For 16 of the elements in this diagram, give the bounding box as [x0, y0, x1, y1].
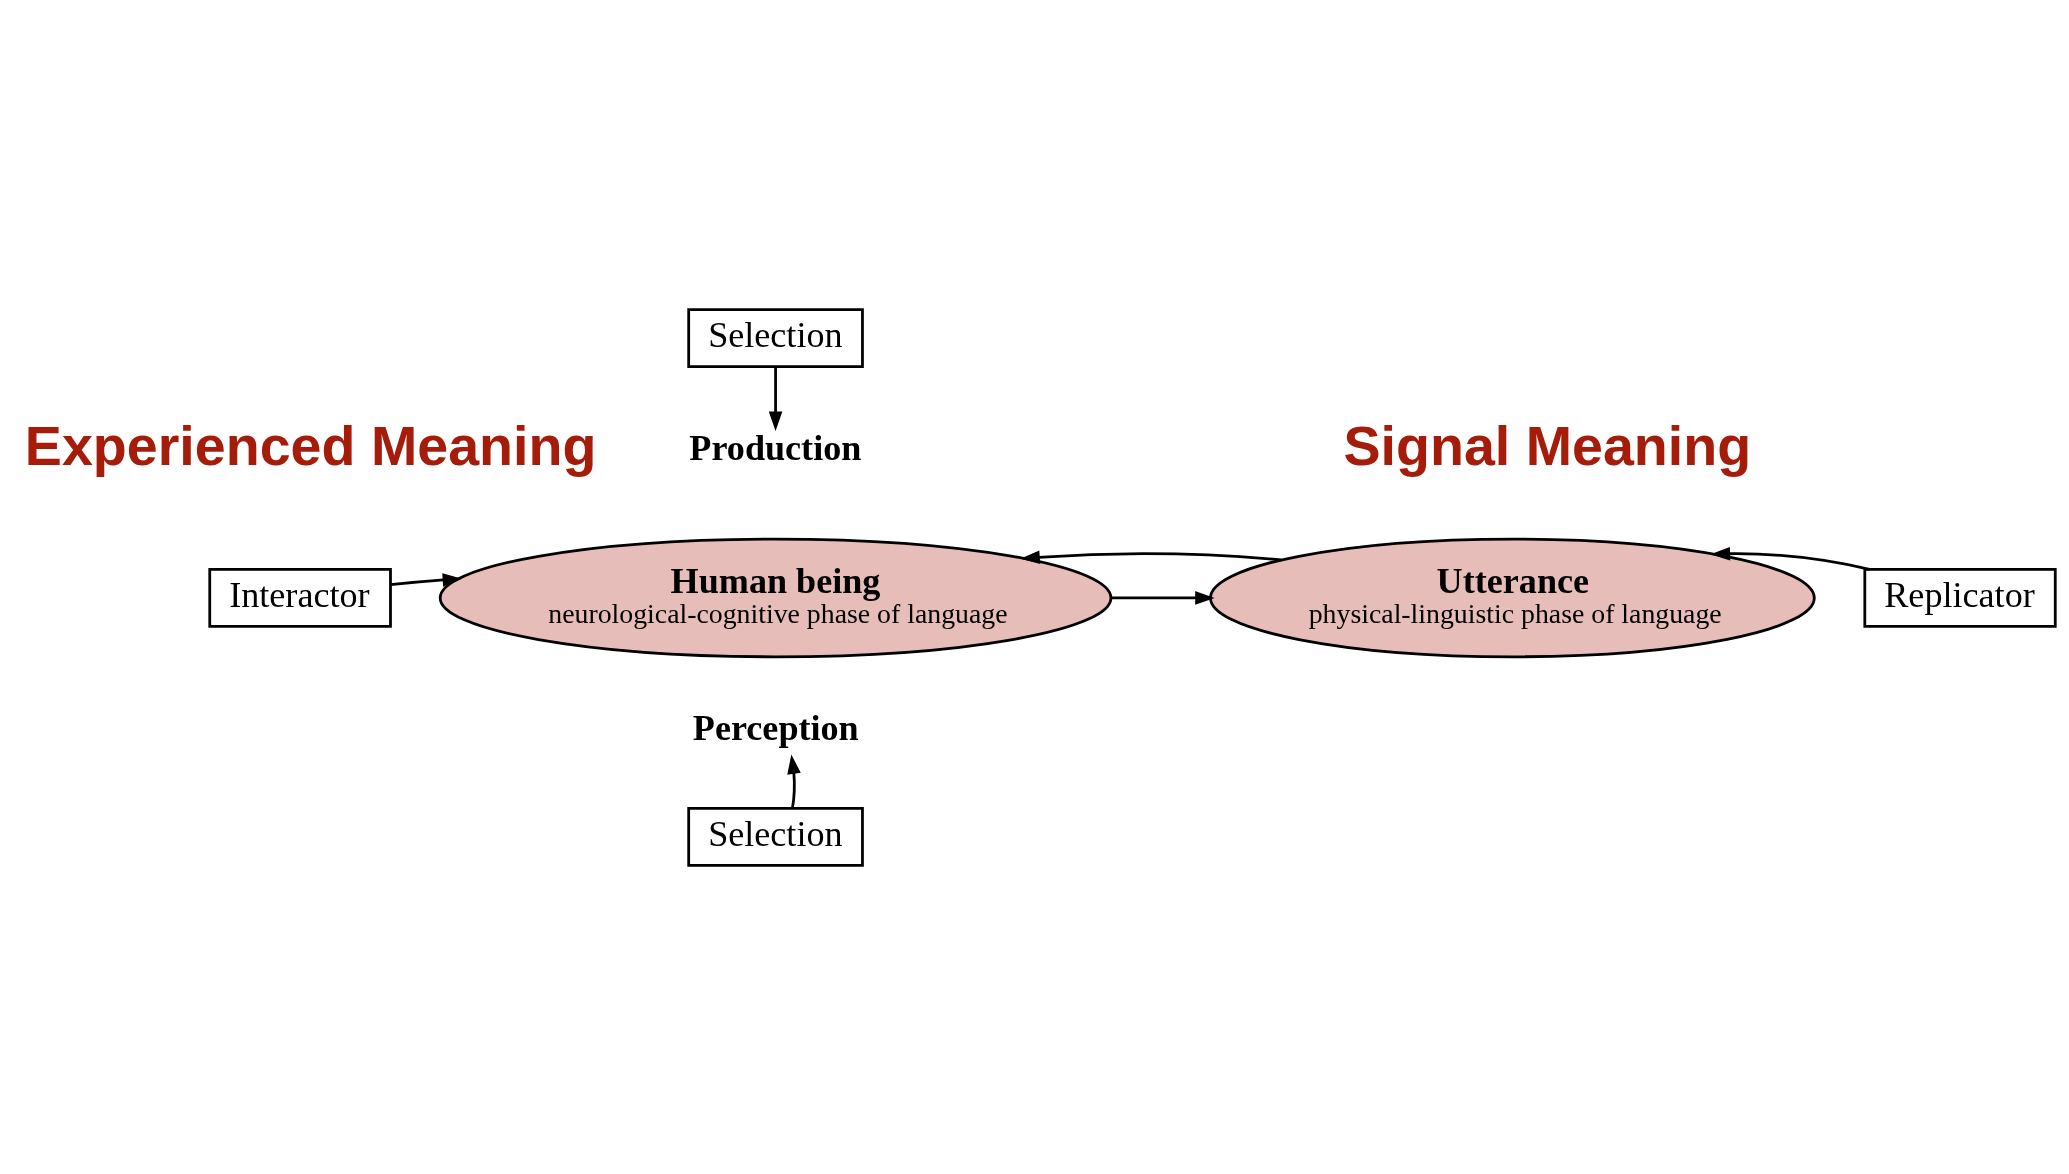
node-box: Replicator	[1863, 567, 2057, 628]
arrow	[1020, 549, 1282, 564]
node-text: Production	[689, 427, 862, 468]
node-ellipse: Utterance physical-linguistic phase of language	[1209, 537, 1816, 658]
node-ellipse: Human being neurological-cognitive phase of language	[438, 537, 1113, 658]
node-box: Interactor	[208, 567, 392, 628]
arrow	[787, 753, 801, 809]
arrow	[390, 572, 463, 587]
label: Experienced Meaning	[24, 414, 597, 477]
arrow	[1710, 546, 1870, 571]
node-box: Selection	[687, 307, 864, 368]
node-text: Perception	[692, 707, 859, 748]
arrow	[768, 366, 783, 431]
node-box: Selection	[687, 806, 864, 867]
arrow	[1110, 590, 1215, 605]
label: Signal Meaning	[1343, 414, 1752, 477]
